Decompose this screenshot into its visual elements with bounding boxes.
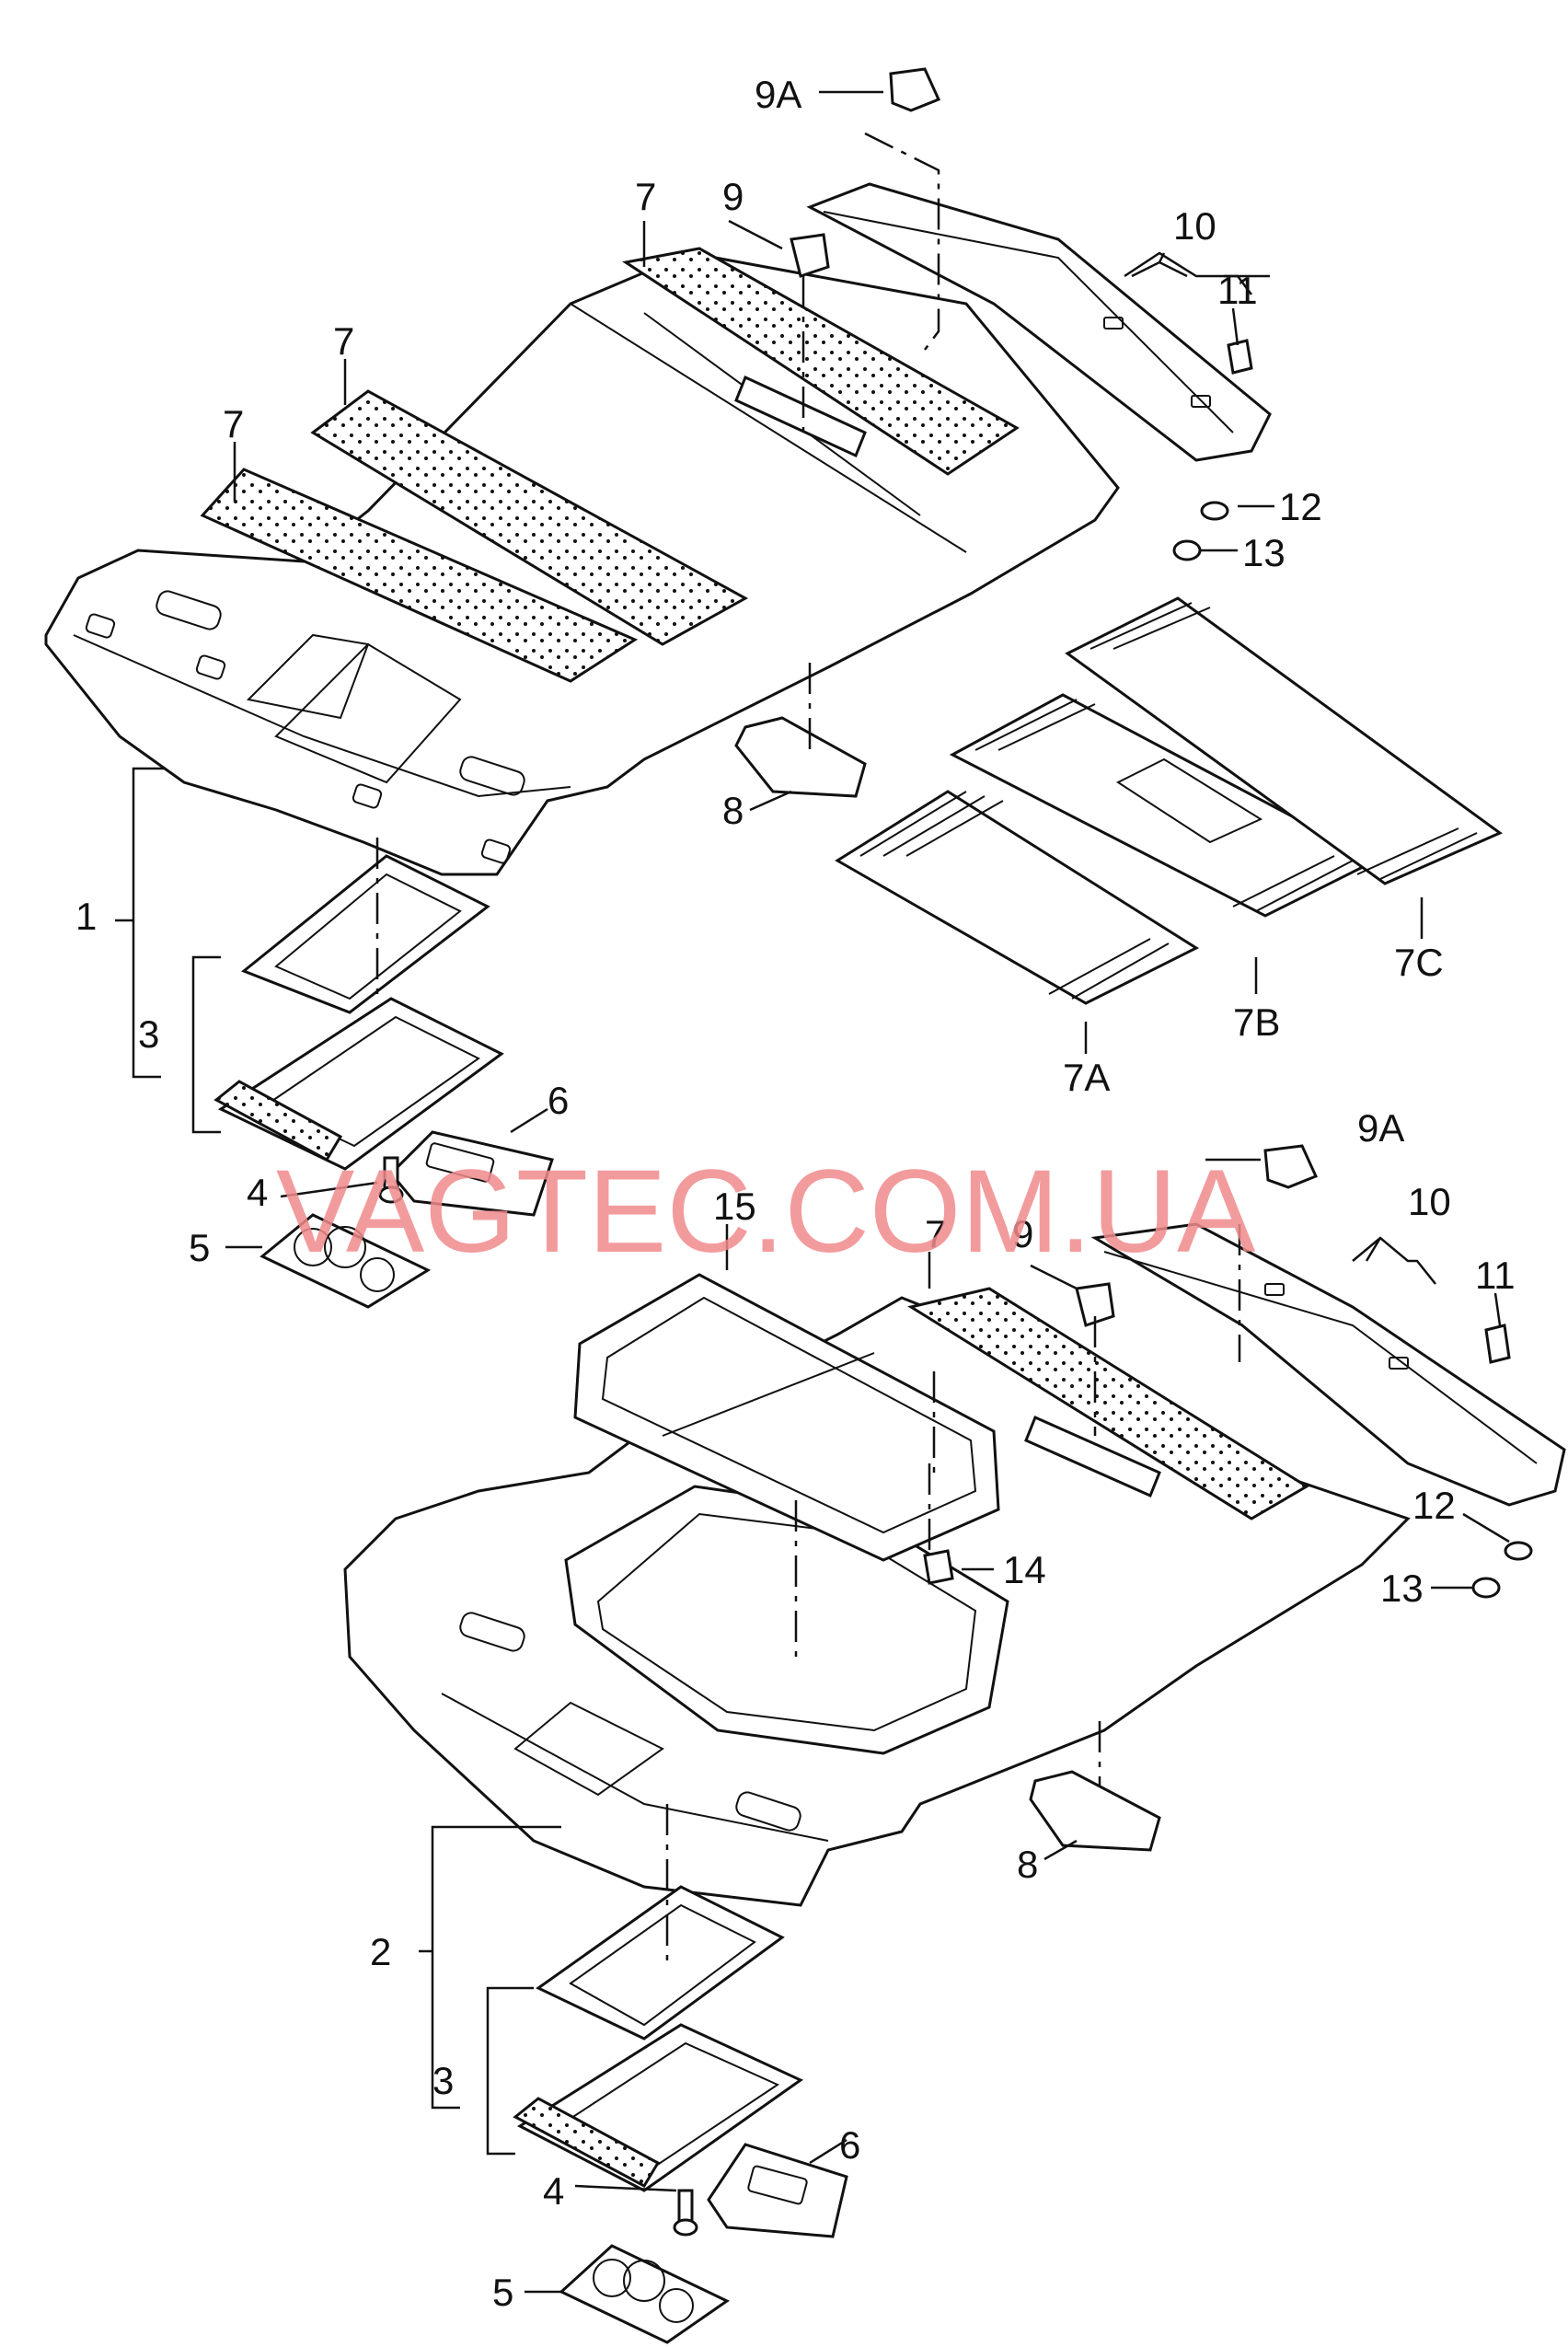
callout-7-upper-front: 7: [635, 175, 656, 218]
lamp-6-upper: [388, 1130, 554, 1217]
clip-14: [923, 1549, 954, 1585]
bracket-8-lower: [1029, 1770, 1161, 1852]
callout-5-upper: 5: [189, 1226, 210, 1269]
callout-10-upper: 10: [1173, 204, 1216, 248]
screw-4-upper: [378, 1156, 404, 1204]
rear-trim-strip-lower: [1090, 1222, 1566, 1507]
callout-13-upper: 13: [1242, 531, 1286, 574]
callout-8-upper: 8: [722, 789, 744, 832]
rear-trim-strip-upper: [806, 182, 1272, 462]
callout-7a: 7A: [1063, 1056, 1110, 1099]
callout-5-lower: 5: [492, 2271, 513, 2314]
screw-13-upper: [1172, 539, 1202, 561]
callout-9a-lower: 9A: [1357, 1106, 1404, 1150]
callout-7-lower: 7: [925, 1212, 946, 1255]
frame-3-lower-top: [536, 1885, 785, 2041]
callout-4-lower: 4: [543, 2169, 564, 2213]
frame-3-upper-bottom: [213, 997, 504, 1171]
clip-11-upper: [1227, 339, 1253, 375]
bracket-8-upper: [734, 716, 867, 798]
assembly-dashed-lines: [375, 132, 1241, 1970]
felt-panel-7c: [1065, 596, 1503, 885]
callout-12-upper: 12: [1279, 485, 1322, 528]
callout-15: 15: [713, 1185, 756, 1228]
felt-panel-7a: [835, 790, 1200, 1005]
callout-7c: 7C: [1394, 941, 1444, 984]
callout-1: 1: [75, 895, 97, 938]
screw-4-lower: [673, 2189, 698, 2237]
frame-3-lower-bottom: [513, 2023, 803, 2192]
callout-labels: 9A 9 7 10 11 7 7 12 13 8 1 3 7C 7B 7A 6 …: [75, 73, 1516, 2314]
cap-9a-lower: [1263, 1144, 1319, 1189]
grab-handle-bracket-upper: [790, 233, 830, 278]
leader-lines: [115, 90, 1510, 2294]
callout-11-upper: 11: [1217, 269, 1258, 312]
callout-14: 14: [1003, 1548, 1046, 1591]
socket-5-upper: [259, 1213, 432, 1309]
callout-6-lower: 6: [839, 2123, 860, 2167]
callout-11-lower: 11: [1475, 1254, 1516, 1297]
watermark-text: VAGTEC.COM.UA: [276, 1146, 1256, 1278]
callout-3-lower: 3: [432, 2059, 454, 2102]
callout-7-upper-rear: 7: [223, 402, 244, 445]
socket-5-lower: [559, 2244, 730, 2344]
callout-7b: 7B: [1233, 1000, 1280, 1044]
washer-12-upper: [1200, 501, 1229, 521]
grab-handle-bracket-lower: [1075, 1282, 1115, 1327]
callout-13-lower: 13: [1380, 1567, 1424, 1610]
felt-pad-upper-rear: [200, 468, 639, 683]
callout-4-upper: 4: [247, 1171, 268, 1214]
callout-9-lower: 9: [1012, 1212, 1033, 1255]
callout-9a-upper: 9A: [755, 73, 801, 116]
cap-9a-upper: [889, 67, 941, 112]
frame-3-upper-top: [241, 854, 490, 1014]
callout-10-lower: 10: [1408, 1180, 1451, 1223]
felt-pad-upper-front: [622, 247, 1020, 476]
felt-pad-lower: [907, 1287, 1309, 1520]
callout-7-upper-middle: 7: [333, 319, 354, 363]
callout-8-lower: 8: [1017, 1843, 1038, 1886]
lamp-6-lower: [707, 2143, 848, 2238]
callout-2: 2: [370, 1930, 391, 1973]
callout-3-upper: 3: [138, 1012, 159, 1056]
callout-6-upper: 6: [548, 1079, 569, 1122]
sunroof-frame-15: [573, 1273, 1000, 1562]
clip-11-lower: [1484, 1324, 1511, 1364]
washer-12-lower: [1504, 1541, 1533, 1561]
callout-9-upper: 9: [722, 175, 744, 218]
callout-12-lower: 12: [1412, 1484, 1456, 1527]
felt-pad-upper-middle: [310, 389, 749, 646]
screw-13-lower: [1471, 1577, 1501, 1599]
